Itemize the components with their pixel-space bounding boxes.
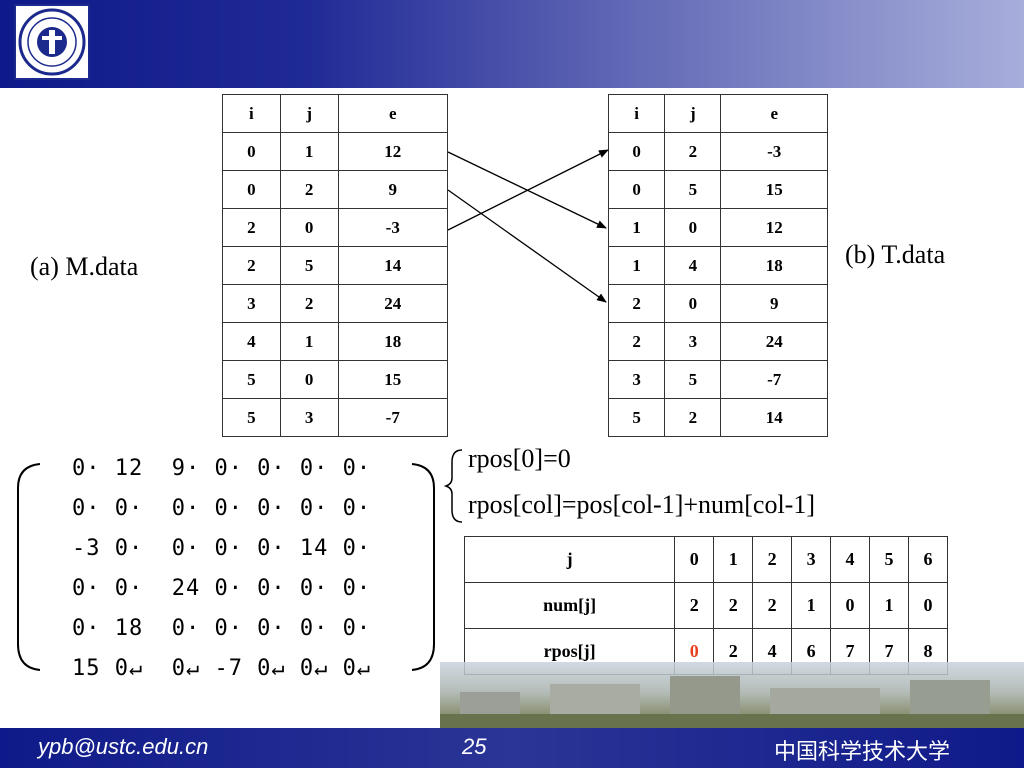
table-row: num[j] 2 2 2 1 0 1 0 [463, 582, 949, 629]
cell-i: 0 [607, 170, 666, 209]
header-e: e [337, 94, 449, 133]
cell-i: 5 [222, 398, 281, 437]
sparse-matrix: 0· 12 9· 0· 0· 0· 0· 0· 0· 0· 0· 0· 0· 0… [10, 450, 440, 690]
campus-buildings-icon [440, 676, 1024, 728]
header-i: i [222, 94, 281, 133]
cell-e: 9 [337, 170, 449, 209]
cell-i: 2 [222, 246, 281, 285]
cell-num: 2 [713, 582, 754, 629]
cell-j: 0 [279, 360, 339, 399]
cell-j: 6 [907, 536, 949, 583]
cell-num: 0 [907, 582, 949, 629]
matrix-row: 0· 18 0· 0· 0· 0· 0· [72, 616, 372, 641]
matrix-row: 0· 0· 0· 0· 0· 0· 0· [72, 496, 372, 521]
cell-e: 14 [337, 246, 449, 285]
cell-j: 0 [664, 284, 722, 323]
header-j: j [279, 94, 339, 133]
cell-j: 4 [830, 536, 871, 583]
cell-j: 1 [279, 322, 339, 361]
cell-num: 1 [869, 582, 909, 629]
header-banner [0, 0, 1024, 88]
cell-e: 14 [720, 398, 828, 437]
cell-j: 1 [713, 536, 754, 583]
cell-e: 15 [720, 170, 828, 209]
cell-j: 5 [279, 246, 339, 285]
cell-e: -7 [337, 398, 449, 437]
cell-j: 2 [752, 536, 793, 583]
cell-i: 2 [222, 208, 281, 247]
cell-e: 24 [337, 284, 449, 323]
cell-e: 12 [337, 132, 449, 171]
cell-e: 18 [337, 322, 449, 361]
page-number: 25 [462, 734, 487, 759]
row-label-j: j [463, 536, 676, 583]
cell-j: 0 [674, 536, 715, 583]
table-row: j 0 1 2 3 4 5 6 [463, 536, 949, 583]
m-data-label: (a) M.data [30, 252, 139, 281]
arrow-m2-to-t5 [447, 189, 607, 303]
formula-recurrence: rpos[col]=pos[col-1]+num[col-1] [468, 490, 816, 519]
cell-i: 3 [222, 284, 281, 323]
cell-i: 2 [607, 284, 666, 323]
arrow-m3-to-t1 [447, 149, 609, 231]
cell-j: 5 [664, 170, 722, 209]
cell-i: 1 [607, 246, 666, 285]
cell-num: 1 [791, 582, 832, 629]
cell-e: 15 [337, 360, 449, 399]
matrix-brackets [17, 463, 435, 671]
footer-email: ypb@ustc.edu.cn [38, 734, 209, 759]
table-header-row: i j e [607, 94, 828, 133]
header-j: j [664, 94, 722, 133]
cell-j: 5 [664, 360, 722, 399]
footer-org: 中国科学技术大学 [774, 740, 951, 765]
cell-e: -3 [337, 208, 449, 247]
matrix-row: -3 0· 0· 0· 0· 14 0· [72, 536, 372, 561]
cell-num: 0 [830, 582, 871, 629]
cell-i: 0 [222, 170, 281, 209]
table-header-row: i j e [222, 94, 449, 133]
matrix-row: 15 0↵ 0↵ -7 0↵ 0↵ 0↵ [72, 656, 372, 681]
t-data-label: (b) T.data [845, 240, 946, 269]
footer-bar: ypb@ustc.edu.cn 25 中国科学技术大学 [0, 728, 1024, 768]
cell-i: 0 [222, 132, 281, 171]
cell-e: 18 [720, 246, 828, 285]
cell-j: 3 [791, 536, 832, 583]
cell-j: 2 [664, 398, 722, 437]
matrix-row: 0· 0· 24 0· 0· 0· 0· [72, 576, 372, 601]
cell-i: 3 [607, 360, 666, 399]
cell-i: 5 [607, 398, 666, 437]
logo-emblem-icon [18, 8, 86, 76]
matrix-row: 0· 12 9· 0· 0· 0· 0· [72, 456, 372, 481]
cell-j: 0 [279, 208, 339, 247]
cell-j: 0 [664, 208, 722, 247]
cell-e: 12 [720, 208, 828, 247]
cell-num: 2 [752, 582, 793, 629]
cell-j: 2 [279, 170, 339, 209]
cell-j: 5 [869, 536, 909, 583]
cell-num: 2 [674, 582, 715, 629]
row-label-num: num[j] [463, 582, 676, 629]
rpos-table: j 0 1 2 3 4 5 6 num[j] 2 2 2 1 0 1 0 rpo… [463, 536, 949, 675]
formula-brace [443, 449, 463, 523]
formula-base: rpos[0]=0 [468, 444, 571, 473]
cell-j: 3 [664, 322, 722, 361]
university-logo [14, 4, 90, 80]
campus-image [440, 662, 1024, 728]
